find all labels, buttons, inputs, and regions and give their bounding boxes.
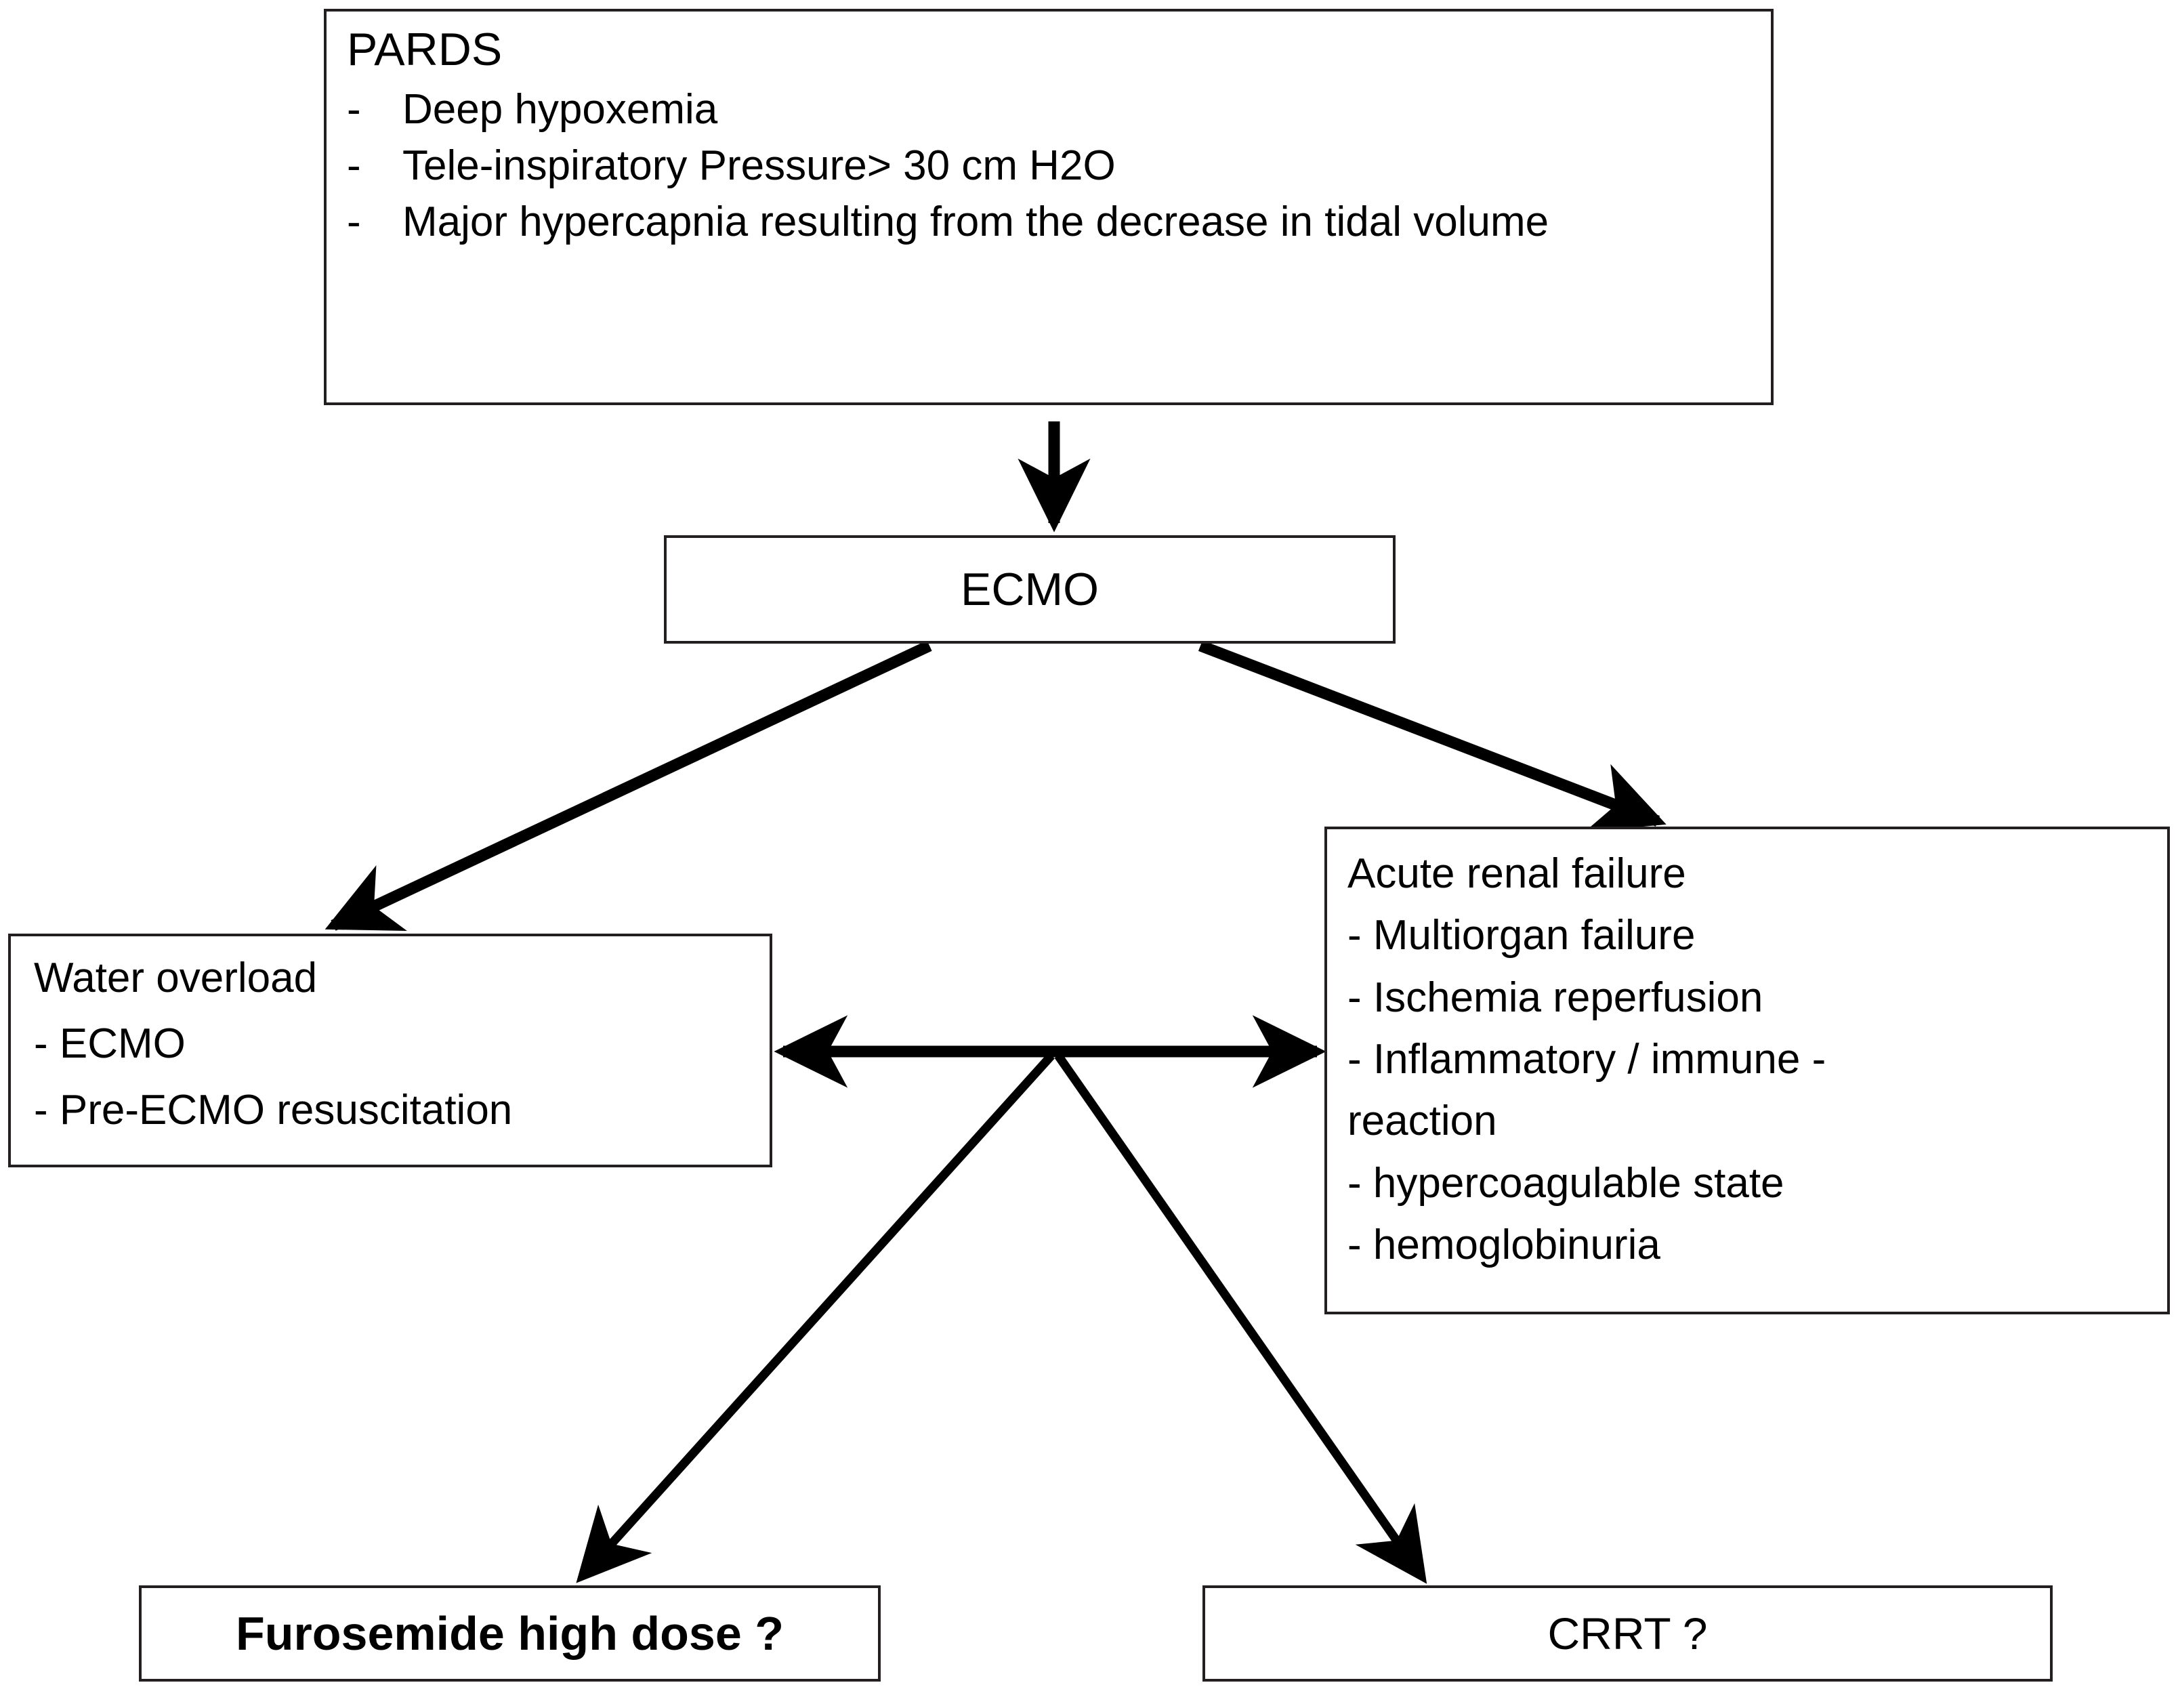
node-furosemide: Furosemide high dose ? [139, 1585, 881, 1682]
pards-bullet-2: - Tele-inspiratory Pressure> 30 cm H2O [347, 142, 1751, 189]
crrt-label: CRRT ? [1547, 1608, 1708, 1659]
arf-line-6: - hypercoagulable state [1347, 1159, 1784, 1207]
edge-ecmo-to-water-overload [324, 640, 932, 932]
node-water-overload: Water overload - ECMO - Pre-ECMO resusci… [8, 934, 772, 1167]
node-pards: PARDS - Deep hypoxemia - Tele-inspirator… [324, 9, 1774, 405]
edge-ecmo-to-acute-renal-failure [1198, 640, 1667, 832]
bullet-dash-icon: - [347, 142, 361, 189]
water-overload-line-3: - Pre-ECMO resuscitation [34, 1086, 513, 1133]
arf-line-3: - Ischemia reperfusion [1347, 974, 1763, 1021]
arf-line-7: - hemoglobinuria [1347, 1222, 1660, 1269]
pards-bullet-3: - Major hypercapnia resulting from the d… [347, 198, 1751, 245]
bullet-dash-icon: - [347, 86, 361, 133]
water-overload-line-2: - ECMO [34, 1020, 186, 1068]
pards-bullet-3-text: Major hypercapnia resulting from the dec… [402, 198, 1549, 245]
node-ecmo: ECMO [664, 535, 1396, 644]
water-overload-line-1: Water overload [34, 955, 318, 1001]
node-crrt: CRRT ? [1202, 1585, 2053, 1682]
pards-bullet-1-text: Deep hypoxemia [402, 86, 718, 133]
ecmo-label: ECMO [961, 564, 1099, 615]
bullet-dash-icon: - [347, 198, 361, 245]
node-acute-renal-failure: Acute renal failure - Multiorgan failure… [1324, 827, 2170, 1314]
arf-line-5: reaction [1347, 1098, 1497, 1145]
pards-bullet-2-text: Tele-inspiratory Pressure> 30 cm H2O [402, 142, 1116, 189]
pards-bullet-1: - Deep hypoxemia [347, 87, 1751, 133]
pards-title: PARDS [347, 24, 503, 75]
arf-line-1: Acute renal failure [1347, 850, 1686, 897]
furosemide-label: Furosemide high dose ? [236, 1607, 784, 1660]
arf-line-2: - Multiorgan failure [1347, 912, 1696, 959]
arf-line-4: - Inflammatory / immune - [1347, 1036, 1826, 1083]
